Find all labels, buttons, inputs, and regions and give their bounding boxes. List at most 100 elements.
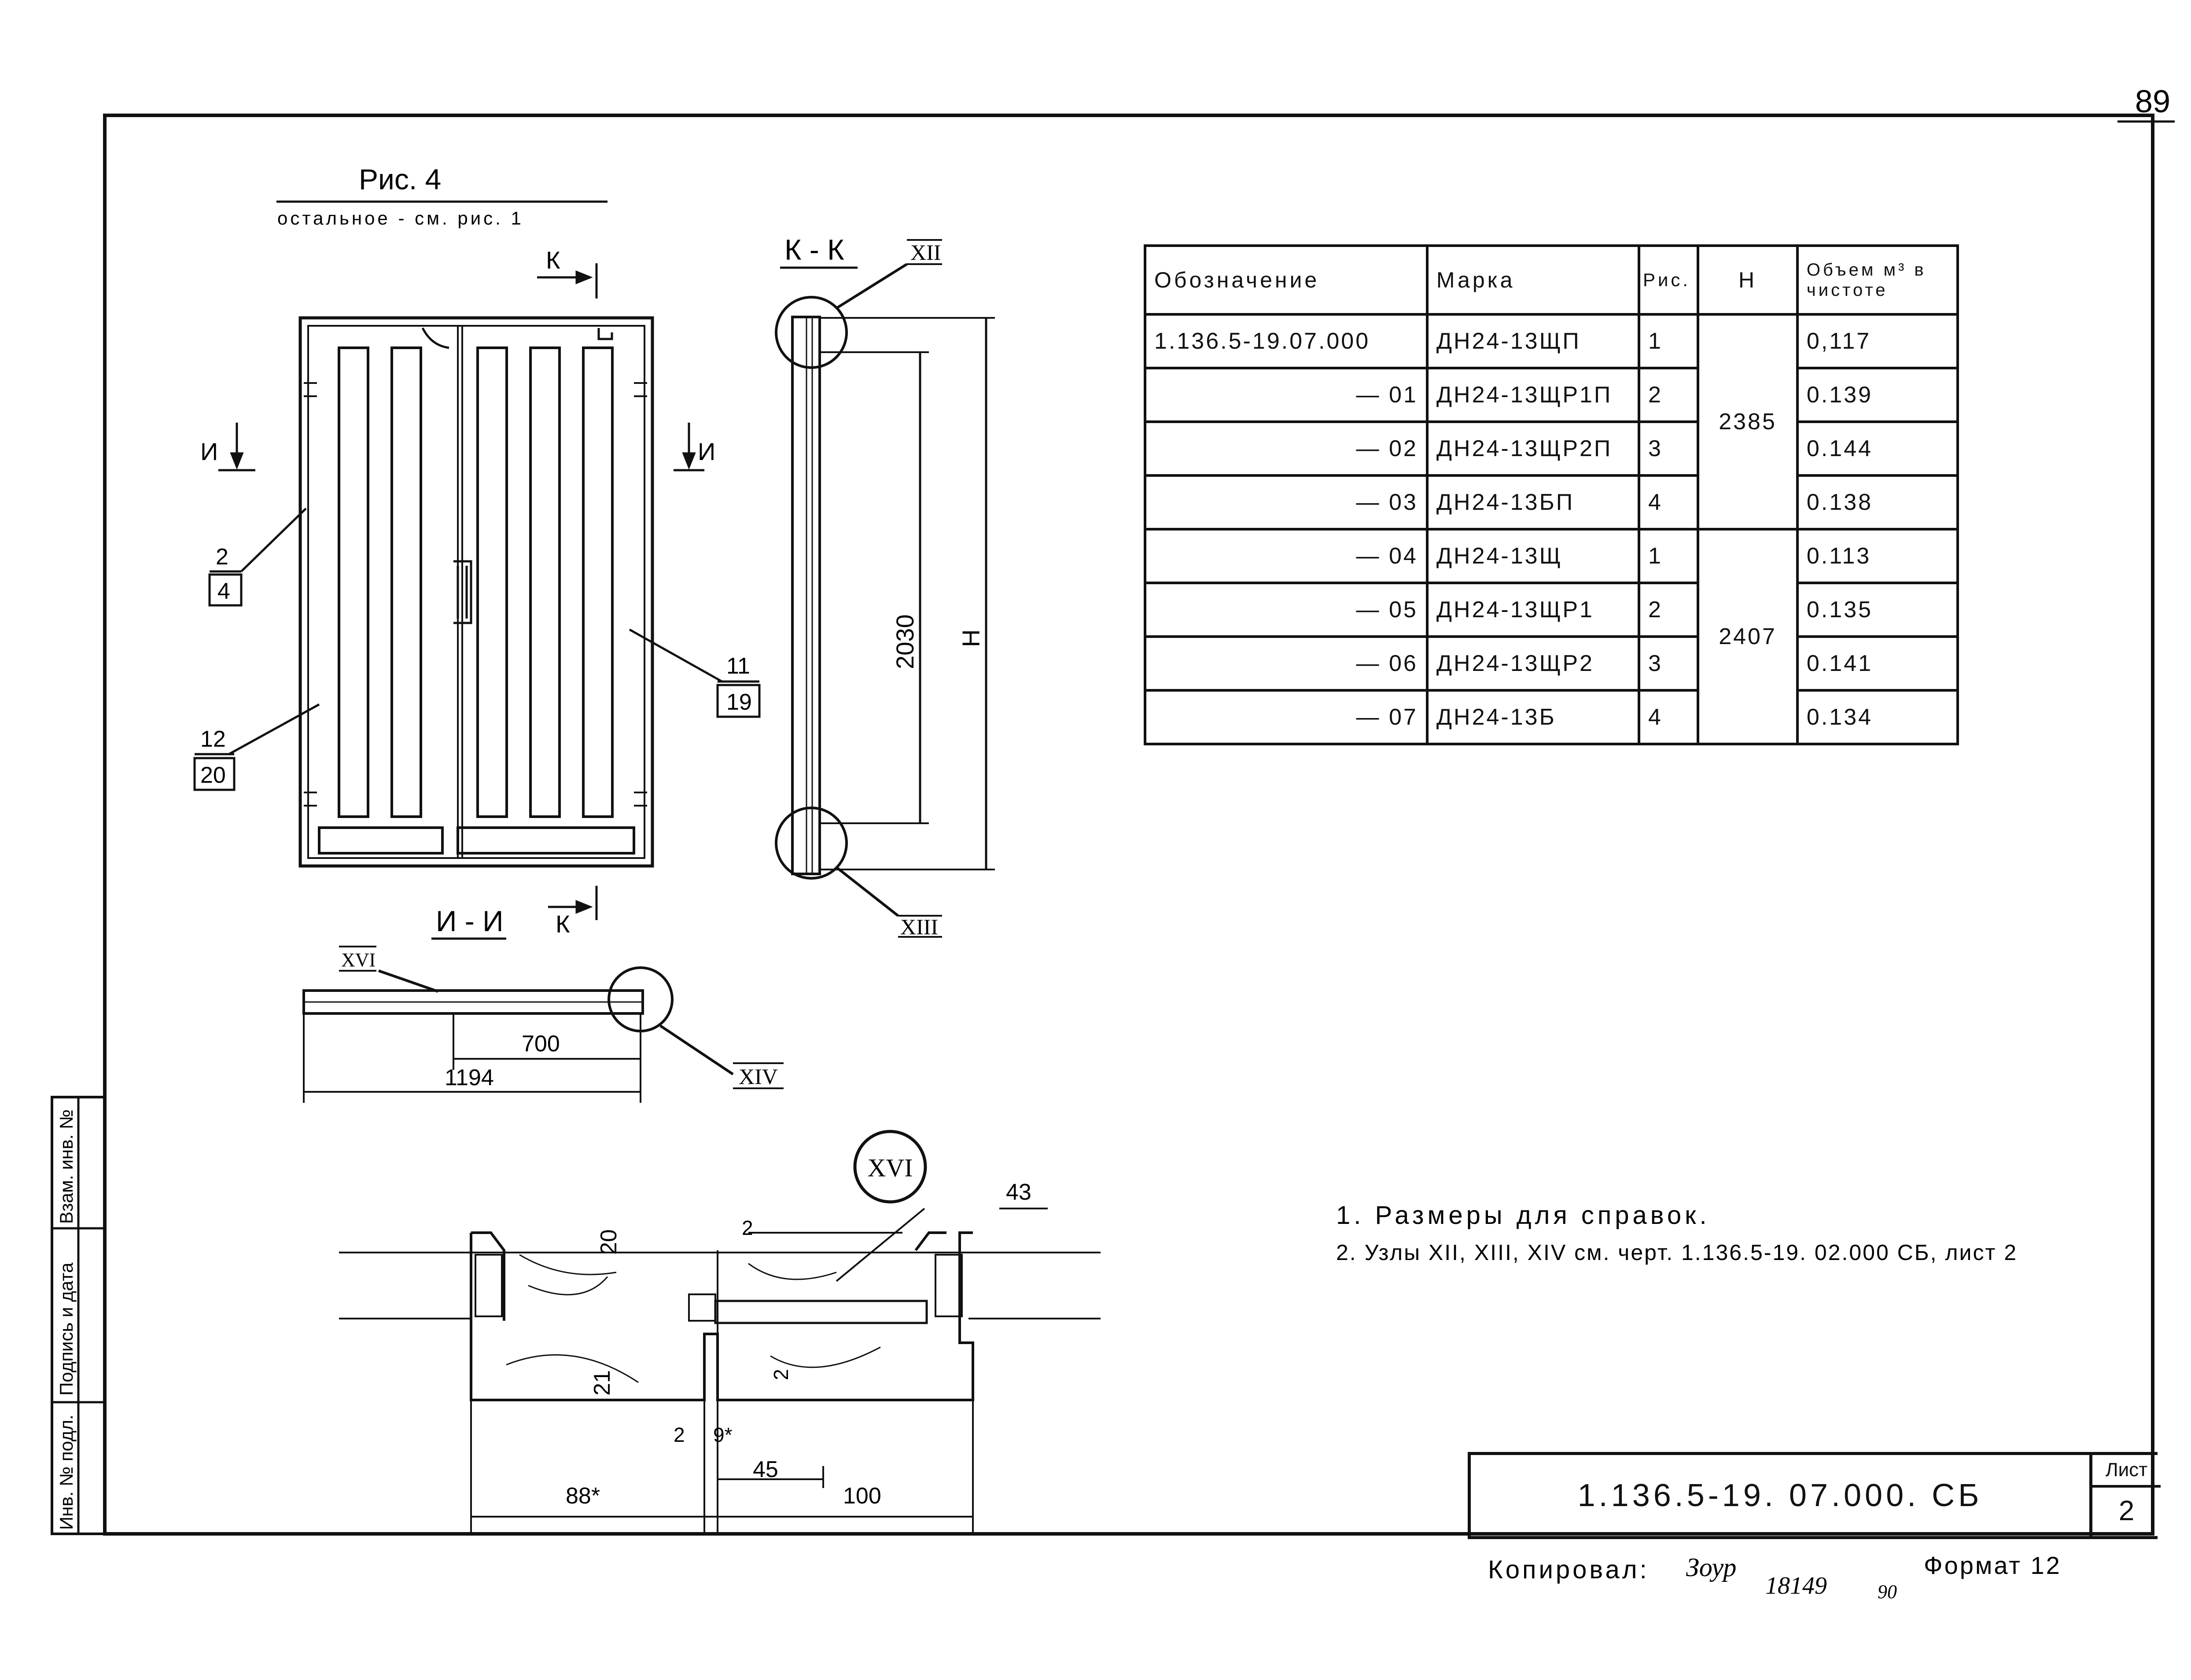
cell-designation: — 02 bbox=[1144, 420, 1429, 477]
cell-fig: 3 bbox=[1637, 420, 1700, 477]
dim-2b: 2 bbox=[770, 1369, 792, 1380]
node-xii-label: XII bbox=[910, 240, 941, 265]
dim-43: 43 bbox=[1006, 1179, 1031, 1205]
figure-title: Рис. 4 bbox=[359, 163, 441, 195]
callout-12-20 bbox=[193, 703, 320, 791]
sheet-number: 2 bbox=[2118, 1495, 2135, 1526]
cell-mark: ДН24-13ЩР1П bbox=[1425, 367, 1640, 423]
cell-mark: ДН24-13ЩР2П bbox=[1425, 420, 1640, 477]
cell-fig: 1 bbox=[1637, 313, 1700, 369]
cell-fig: 1 bbox=[1637, 528, 1700, 584]
cell-mark: ДН24-13Б bbox=[1425, 689, 1640, 745]
col-fig: Рис. bbox=[1637, 244, 1700, 316]
dim-2c: 2 bbox=[674, 1423, 685, 1446]
node-xiii-label: XIII bbox=[900, 914, 938, 939]
callout-2-4 bbox=[208, 508, 307, 607]
cell-fig: 2 bbox=[1637, 582, 1700, 638]
cell-mark: ДН24-13Щ bbox=[1425, 528, 1640, 584]
cell-mark: ДН24-13ЩП bbox=[1425, 313, 1640, 369]
table-row: — 04 ДН24-13Щ 1 2407 0.113 bbox=[1144, 528, 1959, 745]
node-xvi-small-label: XVI bbox=[341, 949, 376, 971]
table-row: — 06 ДН24-13ЩР2 3 0.141 bbox=[1144, 635, 1959, 692]
dim-20: 20 bbox=[596, 1229, 622, 1255]
dim-9: 9* bbox=[713, 1423, 733, 1446]
table-row: — 02 ДН24-13ЩР2П 3 0.144 bbox=[1144, 420, 1959, 477]
marker-k-bottom: К bbox=[556, 910, 570, 938]
side-vzam: Взам. инв. № bbox=[56, 1109, 77, 1224]
specification-table: Обозначение Марка Рис. Н Объем м³ в чист… bbox=[1144, 244, 1959, 745]
table-row: — 03 ДН24-13БП 4 0.138 bbox=[1144, 474, 1959, 531]
marker-i-left: И bbox=[200, 438, 218, 465]
drawing-frame bbox=[103, 114, 2154, 1536]
dim-45: 45 bbox=[753, 1457, 778, 1482]
cell-volume: 0.138 bbox=[1796, 474, 1959, 531]
section-marker-i-left bbox=[218, 423, 255, 472]
dim-2030: 2030 bbox=[891, 614, 919, 669]
table-header-row: Обозначение Марка Рис. Н Объем м³ в чист… bbox=[1144, 244, 1959, 316]
document-code: 1.136.5-19. 07.000. СБ bbox=[1577, 1478, 1983, 1513]
cell-designation: — 03 bbox=[1144, 474, 1429, 531]
cell-designation: — 06 bbox=[1144, 635, 1429, 692]
cell-fig: 4 bbox=[1637, 474, 1700, 531]
title-block: 1.136.5-19. 07.000. СБ Лист 2 bbox=[1468, 1452, 2161, 1539]
cell-designation: — 07 bbox=[1144, 689, 1429, 745]
col-volume: Объем м³ в чистоте bbox=[1796, 244, 1959, 316]
cell-volume: 0.134 bbox=[1796, 689, 1959, 745]
sheet-label: Лист bbox=[2092, 1455, 2161, 1488]
cell-mark: ДН24-13ЩР1 bbox=[1425, 582, 1640, 638]
cell-h-group-1: 2385 bbox=[1697, 313, 1799, 531]
col-h: Н bbox=[1697, 244, 1799, 316]
table-row: — 07 ДН24-13Б 4 0.134 bbox=[1144, 689, 1959, 745]
cell-volume: 0.144 bbox=[1796, 420, 1959, 477]
cell-designation: — 04 bbox=[1144, 528, 1429, 584]
node-xvi-circle bbox=[853, 1130, 927, 1204]
sheet-box: Лист 2 bbox=[2089, 1455, 2161, 1536]
table-row: 1.136.5-19.07.000 ДН24-13ЩП 1 2385 0,117 bbox=[1144, 313, 1959, 531]
cell-volume: 0.135 bbox=[1796, 582, 1959, 638]
cell-volume: 0.113 bbox=[1796, 528, 1959, 584]
callout-11-19 bbox=[629, 628, 761, 718]
callout-12-top: 12 bbox=[200, 726, 226, 752]
section-marker-k-bottom bbox=[548, 886, 598, 920]
cell-volume: 0.141 bbox=[1796, 635, 1959, 692]
dim-1194: 1194 bbox=[445, 1065, 494, 1091]
side-inv-podl: Инв. № подл. bbox=[56, 1415, 77, 1530]
figure-subtitle: остальное - см. рис. 1 bbox=[277, 208, 524, 228]
col-mark: Марка bbox=[1425, 244, 1640, 316]
dim-H: H bbox=[957, 630, 985, 647]
cell-mark: ДН24-13БП bbox=[1425, 474, 1640, 531]
section-kk-title: К - К bbox=[784, 233, 844, 266]
dim-100: 100 bbox=[843, 1483, 881, 1509]
callout-2-top: 2 bbox=[216, 544, 228, 570]
cell-h-group-2: 2407 bbox=[1697, 528, 1799, 745]
table-row: — 01 ДН24-13ЩР1П 2 0.139 bbox=[1144, 367, 1959, 423]
callout-12-bottom: 20 bbox=[200, 763, 226, 788]
node-xvi-drawing bbox=[339, 1208, 1101, 1532]
dim-21: 21 bbox=[589, 1370, 615, 1396]
section-ii-title: И - И bbox=[436, 905, 504, 937]
cell-fig: 3 bbox=[1637, 635, 1700, 692]
callout-2-bottom: 4 bbox=[217, 578, 230, 604]
section-kk-drawing bbox=[775, 263, 995, 917]
dim-700: 700 bbox=[522, 1031, 560, 1057]
cell-designation: 1.136.5-19.07.000 bbox=[1144, 313, 1429, 369]
page-number: 89 bbox=[2135, 84, 2170, 119]
note-1: 1. Размеры для справок. bbox=[1336, 1201, 1710, 1230]
door-elevation bbox=[298, 316, 654, 868]
side-sign-date: Подпись и дата bbox=[56, 1262, 77, 1396]
note-2: 2. Узлы XII, XIII, XIV см. черт. 1.136.5… bbox=[1336, 1240, 2018, 1265]
marker-k-top: К bbox=[546, 246, 560, 274]
cell-mark: ДН24-13ЩР2 bbox=[1425, 635, 1640, 692]
footer-format: Формат 12 bbox=[1924, 1551, 2062, 1579]
dim-88: 88* bbox=[566, 1483, 600, 1509]
callout-11-bottom: 19 bbox=[726, 689, 752, 715]
section-marker-k-top bbox=[537, 263, 598, 298]
cell-volume: 0.139 bbox=[1796, 367, 1959, 423]
side-strip: Инв. № подл. Подпись и дата Взам. инв. № bbox=[51, 1096, 106, 1535]
footer-copied-num: 18149 bbox=[1765, 1572, 1827, 1599]
cell-fig: 2 bbox=[1637, 367, 1700, 423]
footer-copied-num2: 90 bbox=[1878, 1581, 1897, 1603]
footer-copied-sign: Зоур bbox=[1686, 1553, 1736, 1582]
footer-copied-label: Копировал: bbox=[1488, 1555, 1650, 1584]
